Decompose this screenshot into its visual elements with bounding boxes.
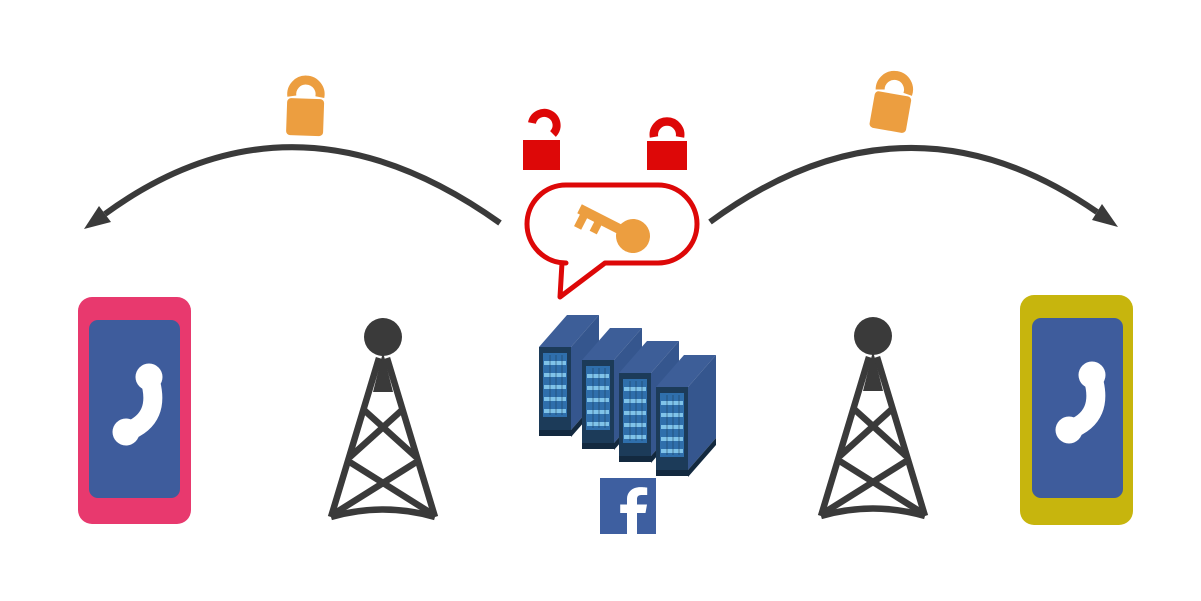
- left-arrowhead: [84, 206, 111, 229]
- closed-lock-center-icon: [647, 117, 687, 170]
- secure-lock-right-icon: [869, 72, 915, 133]
- left-phone: [78, 297, 191, 524]
- open-lock-body: [523, 140, 560, 170]
- key-icon: [574, 204, 650, 253]
- right-arc-line: [708, 145, 1099, 225]
- server-rack: [538, 314, 717, 478]
- facebook-f-glyph: [620, 487, 648, 534]
- facebook-logo: [600, 478, 656, 534]
- right-cell-tower: [821, 317, 925, 516]
- right-phone-screen: [1032, 318, 1123, 498]
- closed-lock-shackle: [649, 117, 685, 138]
- open-lock-shackle: [528, 108, 561, 137]
- left-phone-screen: [89, 320, 180, 498]
- key-tooth: [574, 213, 588, 230]
- arrow-to-left-phone: [84, 144, 502, 229]
- left-arc-line: [103, 144, 502, 226]
- speech-bubble-outline: [524, 182, 700, 300]
- key-head: [616, 219, 650, 253]
- left-cell-tower: [331, 318, 435, 517]
- right-arrowhead: [1092, 204, 1118, 227]
- key-tooth: [589, 220, 602, 235]
- right-phone: [1020, 295, 1133, 525]
- closed-lock-body: [647, 141, 687, 170]
- open-lock-icon: [523, 108, 561, 170]
- secure-lock-left-icon: [286, 79, 325, 136]
- arrow-to-right-phone: [708, 145, 1118, 227]
- key-speech-bubble: [524, 182, 700, 300]
